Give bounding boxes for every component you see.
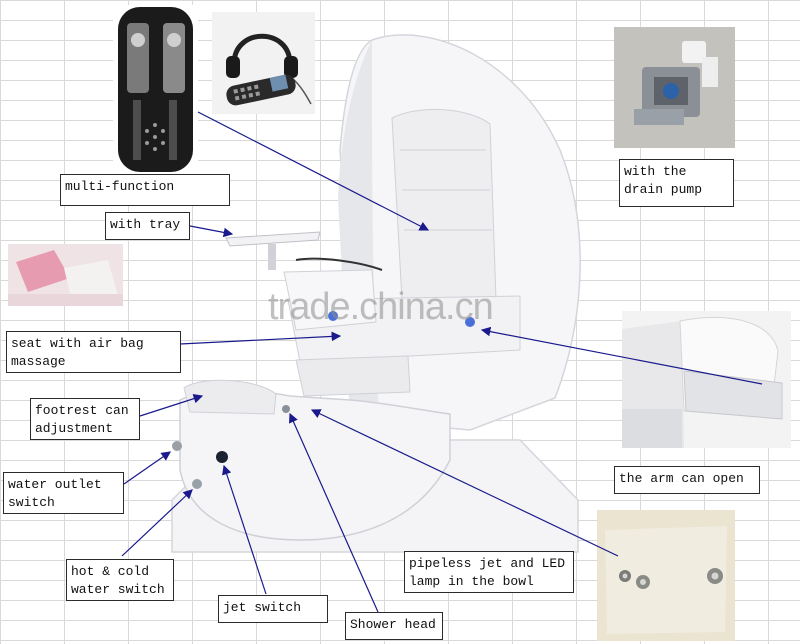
remote-icon	[226, 74, 296, 106]
label-pipeless-jet: pipeless jet and LED lamp in the bowl	[404, 551, 574, 593]
label-jet-switch: jet switch	[218, 595, 328, 623]
watermark: trade.china.cn	[268, 286, 494, 328]
arm-open-photo	[622, 311, 791, 448]
label-arm-open: the arm can open	[614, 466, 760, 494]
label-drain-pump: with the drain pump	[619, 159, 734, 207]
accessories-photo	[212, 12, 315, 114]
label-shower-head: Shower head	[345, 612, 443, 640]
label-water-outlet: water outlet switch	[3, 472, 124, 514]
label-multi-function: multi-function	[60, 174, 230, 206]
massage-mechanism-icon	[118, 7, 193, 172]
bowl-jets-photo	[597, 510, 735, 641]
seat-airbag-photo	[8, 244, 123, 306]
label-hot-cold: hot & cold water switch	[66, 559, 174, 601]
drain-pump-photo	[614, 27, 735, 148]
massage-back-photo	[113, 5, 198, 175]
label-seat-airbag: seat with air bag massage	[6, 331, 181, 373]
drain-pump-icon	[614, 27, 735, 148]
headphones-icon	[226, 33, 312, 105]
label-footrest: footrest can adjustment	[30, 398, 140, 440]
label-with-tray: with tray	[105, 212, 190, 240]
